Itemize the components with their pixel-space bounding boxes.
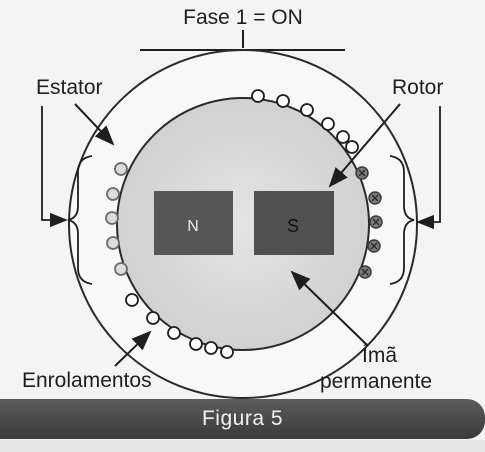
coil-slot bbox=[220, 345, 234, 359]
magnet-label-line1: Ímã bbox=[362, 344, 397, 367]
coil-slot bbox=[276, 94, 290, 108]
figure-caption-bar: Figura 5 bbox=[0, 399, 485, 439]
coil-cross-mark bbox=[371, 194, 379, 202]
coil-slot-left bbox=[114, 162, 128, 176]
bottom-strip bbox=[0, 440, 485, 452]
windings-label: Enrolamentos bbox=[22, 369, 152, 392]
coil-slot bbox=[321, 117, 335, 131]
coil-slot bbox=[300, 103, 314, 117]
coil-slot bbox=[204, 341, 218, 355]
coil-slot bbox=[251, 89, 265, 103]
south-pole bbox=[254, 191, 334, 255]
coil-slot bbox=[345, 140, 359, 154]
coil-slot bbox=[189, 337, 203, 351]
north-pole-label: N bbox=[187, 218, 199, 235]
right-brace bbox=[389, 155, 415, 285]
stator-arrow bbox=[74, 103, 115, 146]
south-pole-label: S bbox=[287, 216, 299, 236]
magnet-label-line2: permanente bbox=[320, 370, 432, 393]
coil-slot-left bbox=[114, 262, 128, 276]
winding-coils bbox=[105, 89, 383, 359]
coil-slot-left bbox=[106, 236, 120, 250]
coil-cross-mark bbox=[372, 218, 380, 226]
coil-cross-mark bbox=[370, 242, 378, 250]
coil-slot bbox=[146, 311, 160, 325]
coil-slot-left bbox=[105, 211, 119, 225]
rotor-label: Rotor bbox=[392, 76, 443, 99]
coil-cross-mark bbox=[361, 268, 369, 276]
coil-slot bbox=[336, 130, 350, 144]
rotor-arrow bbox=[328, 103, 401, 188]
left-brace-connector bbox=[41, 106, 68, 228]
figure-caption: Figura 5 bbox=[201, 407, 284, 430]
windings-arrow bbox=[114, 330, 152, 367]
right-brace-connector bbox=[416, 106, 441, 230]
coil-slot-left bbox=[106, 187, 120, 201]
stator-label: Estator bbox=[36, 76, 103, 99]
magnet-arrow bbox=[290, 270, 369, 347]
phase-label: Fase 1 = ON bbox=[183, 6, 303, 29]
north-pole bbox=[154, 191, 233, 255]
left-brace bbox=[67, 155, 93, 285]
coil-slot bbox=[167, 326, 181, 340]
coil-cross-mark bbox=[358, 169, 366, 177]
coil-slot bbox=[125, 293, 139, 307]
